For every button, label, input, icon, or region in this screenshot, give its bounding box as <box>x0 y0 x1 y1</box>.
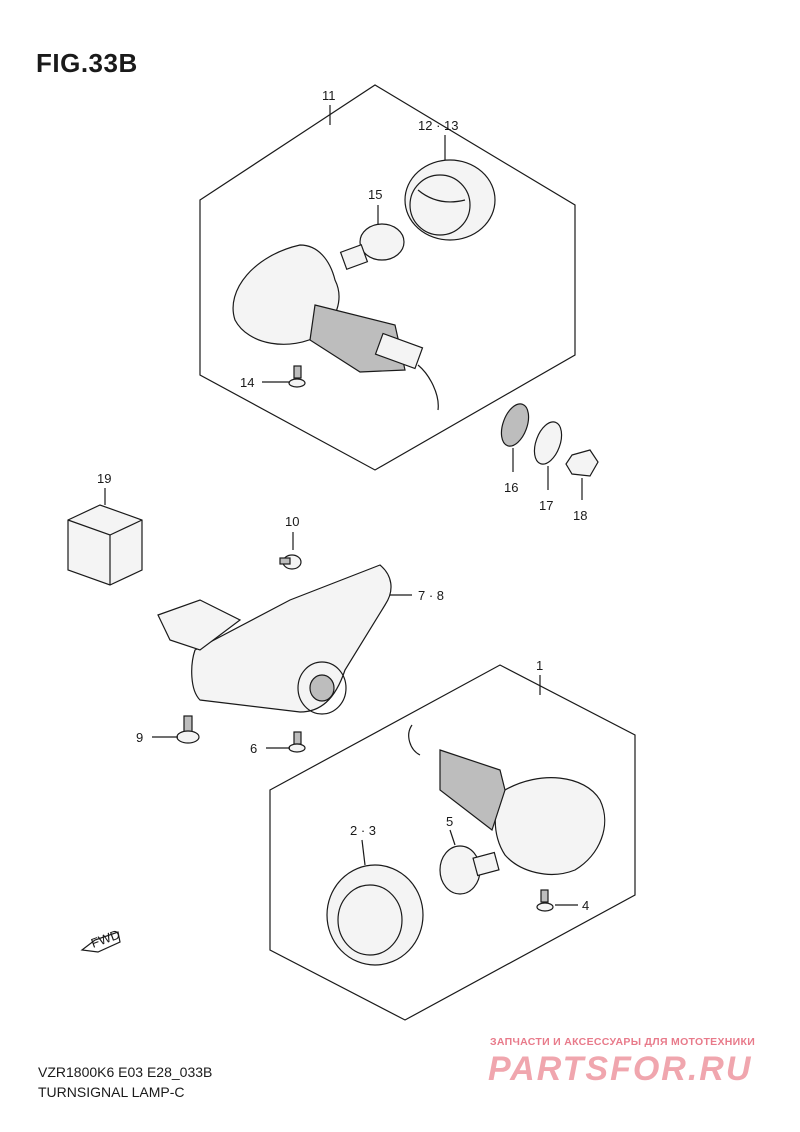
watermark-tagline: ЗАПЧАСТИ И АКСЕССУАРЫ ДЛЯ МОТОТЕХНИКИ <box>490 1036 756 1048</box>
callout-16: 16 <box>504 480 518 495</box>
nut-18 <box>565 449 599 477</box>
screw-14 <box>288 365 306 388</box>
bolt-9 <box>176 715 200 744</box>
figure-title: FIG.33B <box>36 48 138 78</box>
callout-6: 6 <box>250 741 257 756</box>
callout-12-13: 12 · 13 <box>418 118 458 133</box>
lower-lamp-housing <box>408 724 606 875</box>
callout-2-3: 2 · 3 <box>350 823 376 838</box>
bracket-7-8 <box>157 564 392 715</box>
watermark-logo: PARTSFOR.RU <box>488 1050 753 1088</box>
callout-1: 1 <box>536 658 543 673</box>
figure-caption-name: TURNSIGNAL LAMP-C <box>38 1084 185 1100</box>
callout-10: 10 <box>285 514 299 529</box>
washer-16 <box>500 403 530 447</box>
screw-4 <box>536 889 554 912</box>
figure-caption-model: VZR1800K6 E03 E28_033B <box>38 1064 213 1080</box>
washer-17 <box>533 421 563 465</box>
callout-9: 9 <box>136 730 143 745</box>
callout-19: 19 <box>97 471 111 486</box>
lower-bulb <box>439 845 500 895</box>
upper-lamp-housing <box>232 244 439 411</box>
lower-assembly-frame <box>269 664 636 1021</box>
fwd-arrow-icon: FWD <box>80 927 122 953</box>
callout-18: 18 <box>573 508 587 523</box>
screw-6 <box>288 731 306 753</box>
callout-14: 14 <box>240 375 254 390</box>
upper-assembly-frame <box>199 84 576 471</box>
callout-11: 11 <box>322 88 336 103</box>
upper-lens <box>404 159 496 241</box>
leader-lines <box>104 105 583 906</box>
upper-bulb <box>339 223 405 270</box>
screw-10 <box>279 554 302 570</box>
callout-4: 4 <box>582 898 589 913</box>
callout-17: 17 <box>539 498 553 513</box>
callout-5: 5 <box>446 814 453 829</box>
callout-15: 15 <box>368 187 382 202</box>
callout-7-8: 7 · 8 <box>418 588 444 603</box>
lower-lens <box>326 864 424 966</box>
relay-19 <box>67 504 143 586</box>
